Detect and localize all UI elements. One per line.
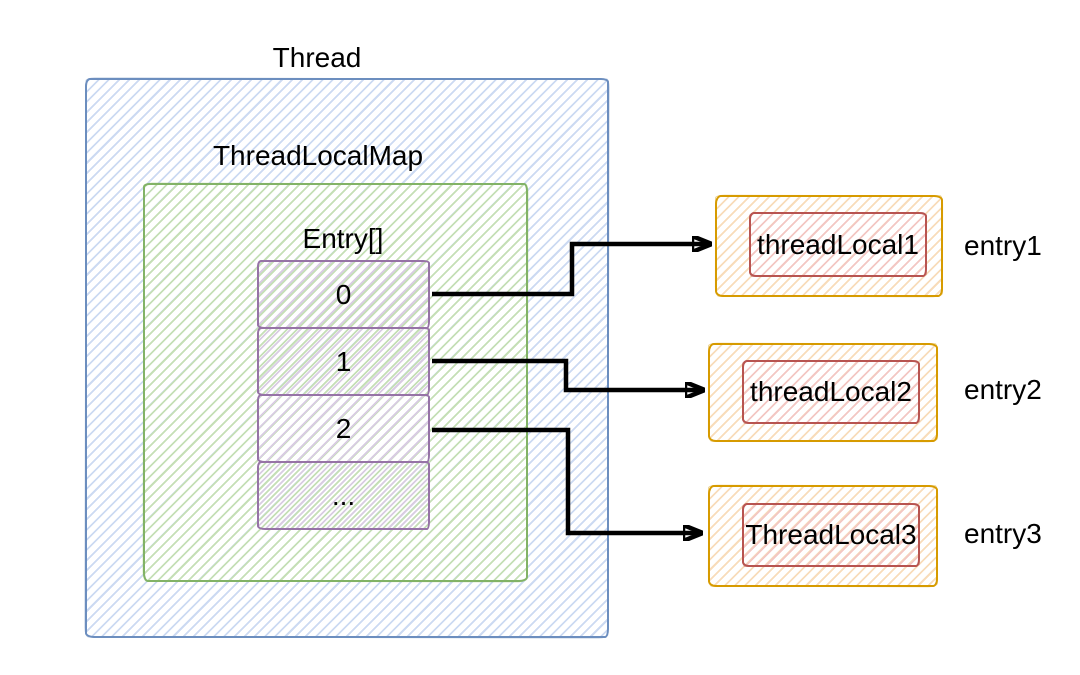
entry2-inner-box: threadLocal2 xyxy=(742,360,920,424)
entry-array-title: Entry[] xyxy=(302,223,384,254)
entry3-inner-box: ThreadLocal3 xyxy=(742,503,920,567)
entry2-outer-box: threadLocal2 xyxy=(708,343,938,442)
entry3-side-label: entry3 xyxy=(964,518,1042,549)
entry1-inner-box: threadLocal1 xyxy=(749,212,927,277)
entry-array: 0 1 2 ... xyxy=(257,260,430,532)
entry3-outer-box: ThreadLocal3 xyxy=(708,485,938,587)
array-cell-2: 2 xyxy=(257,394,430,463)
entry2-side-label: entry2 xyxy=(964,374,1042,405)
entry1-outer-box: threadLocal1 xyxy=(715,195,943,297)
entry1-side-label: entry1 xyxy=(964,230,1042,261)
threadlocalmap-title: ThreadLocalMap xyxy=(212,140,424,171)
array-cell-1: 1 xyxy=(257,327,430,396)
thread-title: Thread xyxy=(272,42,362,73)
array-cell-0: 0 xyxy=(257,260,430,329)
array-cell-ellipsis: ... xyxy=(257,461,430,530)
